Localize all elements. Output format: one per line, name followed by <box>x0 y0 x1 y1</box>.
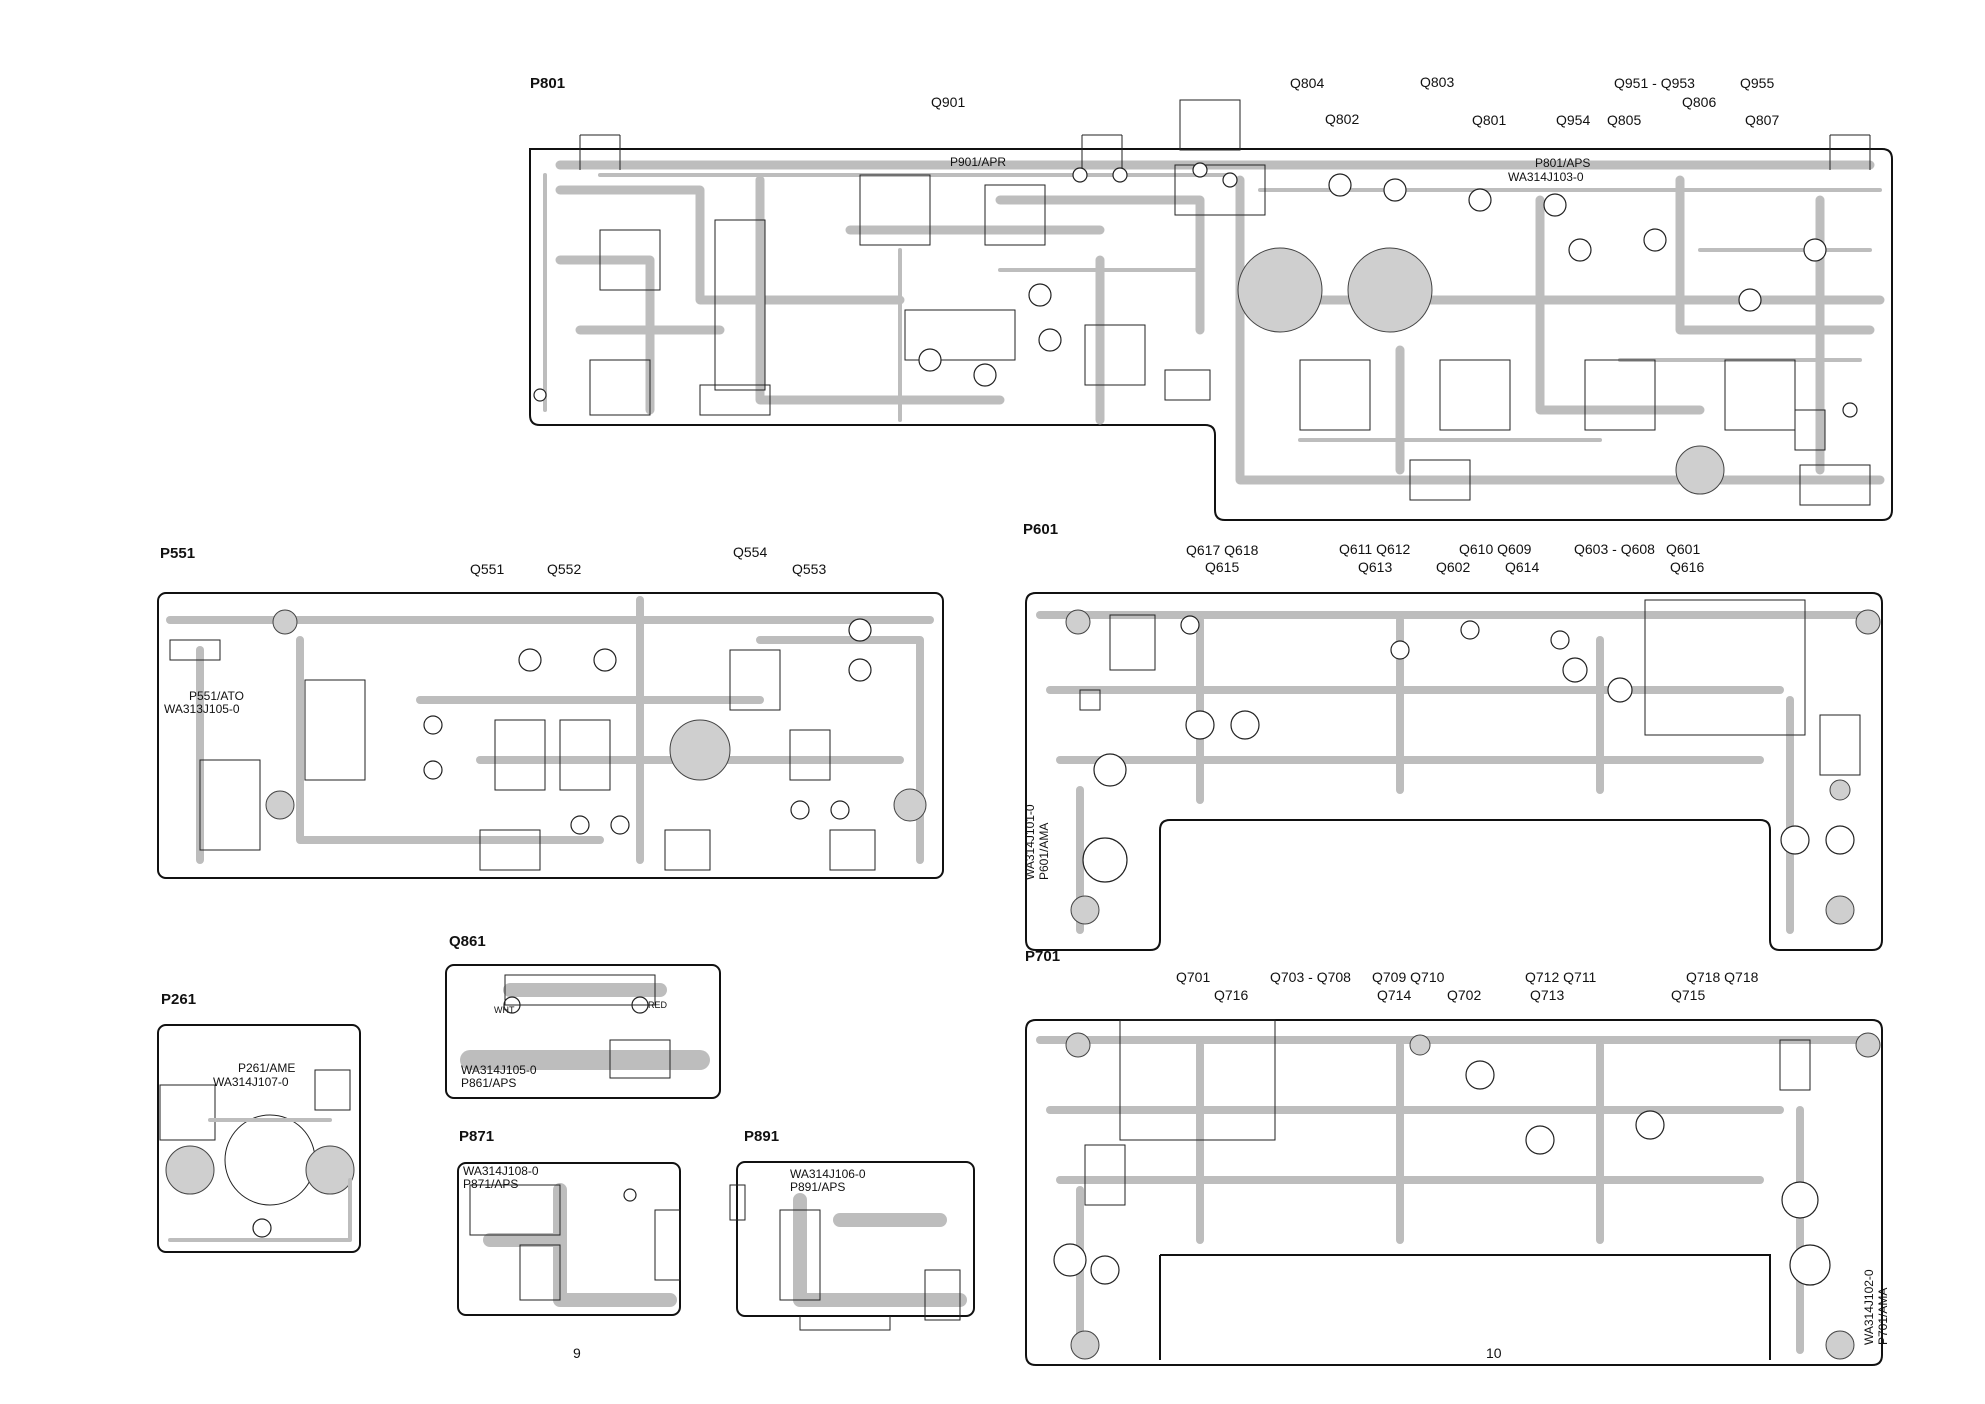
transistor-label-q805: Q805 <box>1607 112 1642 128</box>
transistor-label-q714: Q714 <box>1377 987 1412 1003</box>
transistor-label-q804: Q804 <box>1290 75 1325 91</box>
board-p551 <box>157 592 944 879</box>
transistor-label-q702: Q702 <box>1447 987 1482 1003</box>
transistor-label-q553: Q553 <box>792 561 827 577</box>
board-q861 <box>445 964 721 1099</box>
board-p261 <box>157 1024 361 1253</box>
board-p601 <box>1025 592 1883 951</box>
board-p801 <box>529 99 1893 521</box>
transistor-label-q552: Q552 <box>547 561 582 577</box>
board-label-wa314j107: WA314J107-0 <box>213 1075 289 1089</box>
transistor-label-q610: Q610 Q609 <box>1459 541 1532 557</box>
board-label-wa314j103: WA314J103-0 <box>1508 170 1584 184</box>
transistor-label-q718: Q718 Q718 <box>1686 969 1759 985</box>
transistor-label-q615: Q615 <box>1205 559 1240 575</box>
transistor-label-q611: Q611 Q612 <box>1339 541 1411 557</box>
transistor-label-q617: Q617 Q618 <box>1186 542 1259 558</box>
transistor-label-q954: Q954 <box>1556 112 1591 128</box>
transistor-label-q802: Q802 <box>1325 111 1360 127</box>
board-label-p701-ama: P701/AMA <box>1876 1287 1890 1345</box>
transistor-label-q715: Q715 <box>1671 987 1706 1003</box>
transistor-label-q712: Q712 Q711 <box>1525 969 1597 985</box>
board-label-p861-aps: P861/APS <box>461 1076 517 1090</box>
board-label-wa314j106: WA314J106-0 <box>790 1167 866 1181</box>
transistor-label-q716: Q716 <box>1214 987 1249 1003</box>
board-label-wa314j108: WA314J108-0 <box>463 1164 539 1178</box>
transistor-label-q807: Q807 <box>1745 112 1780 128</box>
transistor-label-q613: Q613 <box>1358 559 1393 575</box>
board-label-wa314j105: WA314J105-0 <box>461 1063 537 1077</box>
page-number-right: 10 <box>1486 1345 1502 1361</box>
transistor-label-q601: Q601 <box>1666 541 1701 557</box>
board-p701 <box>1025 1019 1883 1366</box>
transistor-label-q551: Q551 <box>470 561 505 577</box>
board-title-q861: Q861 <box>449 933 486 950</box>
transistor-label-q901: Q901 <box>931 94 966 110</box>
page-number-left: 9 <box>573 1345 581 1361</box>
board-label-wa313j105: WA313J105-0 <box>164 702 240 716</box>
wire-label-wht: WHT <box>494 1005 515 1015</box>
board-label-p551-ato: P551/ATO <box>189 689 244 703</box>
transistor-label-q616: Q616 <box>1670 559 1705 575</box>
transistor-label-q703: Q703 - Q708 <box>1270 969 1351 985</box>
board-label-p261-ame: P261/AME <box>238 1061 296 1075</box>
board-label-p901-apr: P901/APR <box>950 155 1007 169</box>
board-p871 <box>457 1162 681 1316</box>
transistor-label-q701: Q701 <box>1176 969 1211 985</box>
board-label-p601-ama: P601/AMA <box>1037 822 1051 880</box>
board-title-p261: P261 <box>161 991 197 1008</box>
board-label-p871-aps: P871/APS <box>463 1177 519 1191</box>
board-label-p891-aps: P891/APS <box>790 1180 846 1194</box>
transistor-label-q554: Q554 <box>733 544 768 560</box>
board-title-p891: P891 <box>744 1128 780 1145</box>
board-title-p701: P701 <box>1025 948 1061 965</box>
board-label-p801-aps: P801/APS <box>1535 156 1591 170</box>
transistor-label-q806: Q806 <box>1682 94 1717 110</box>
transistor-label-q603: Q603 - Q608 <box>1574 541 1655 557</box>
board-title-p801: P801 <box>530 75 566 92</box>
transistor-label-q801: Q801 <box>1472 112 1507 128</box>
transistor-label-q709: Q709 Q710 <box>1372 969 1445 985</box>
board-label-wa314j102: WA314J102-0 <box>1862 1269 1876 1345</box>
transistor-label-q955: Q955 <box>1740 75 1775 91</box>
transistor-label-q713: Q713 <box>1530 987 1565 1003</box>
board-p891 <box>729 1161 975 1331</box>
board-title-p601: P601 <box>1023 521 1059 538</box>
transistor-label-q602: Q602 <box>1436 559 1471 575</box>
wire-label-red: RED <box>648 1000 668 1010</box>
board-title-p551: P551 <box>160 545 196 562</box>
transistor-label-q803: Q803 <box>1420 74 1455 90</box>
board-label-wa314j101: WA314J101-0 <box>1023 804 1037 880</box>
transistor-label-q614: Q614 <box>1505 559 1540 575</box>
transistor-label-q951: Q951 - Q953 <box>1614 75 1695 91</box>
board-title-p871: P871 <box>459 1128 495 1145</box>
